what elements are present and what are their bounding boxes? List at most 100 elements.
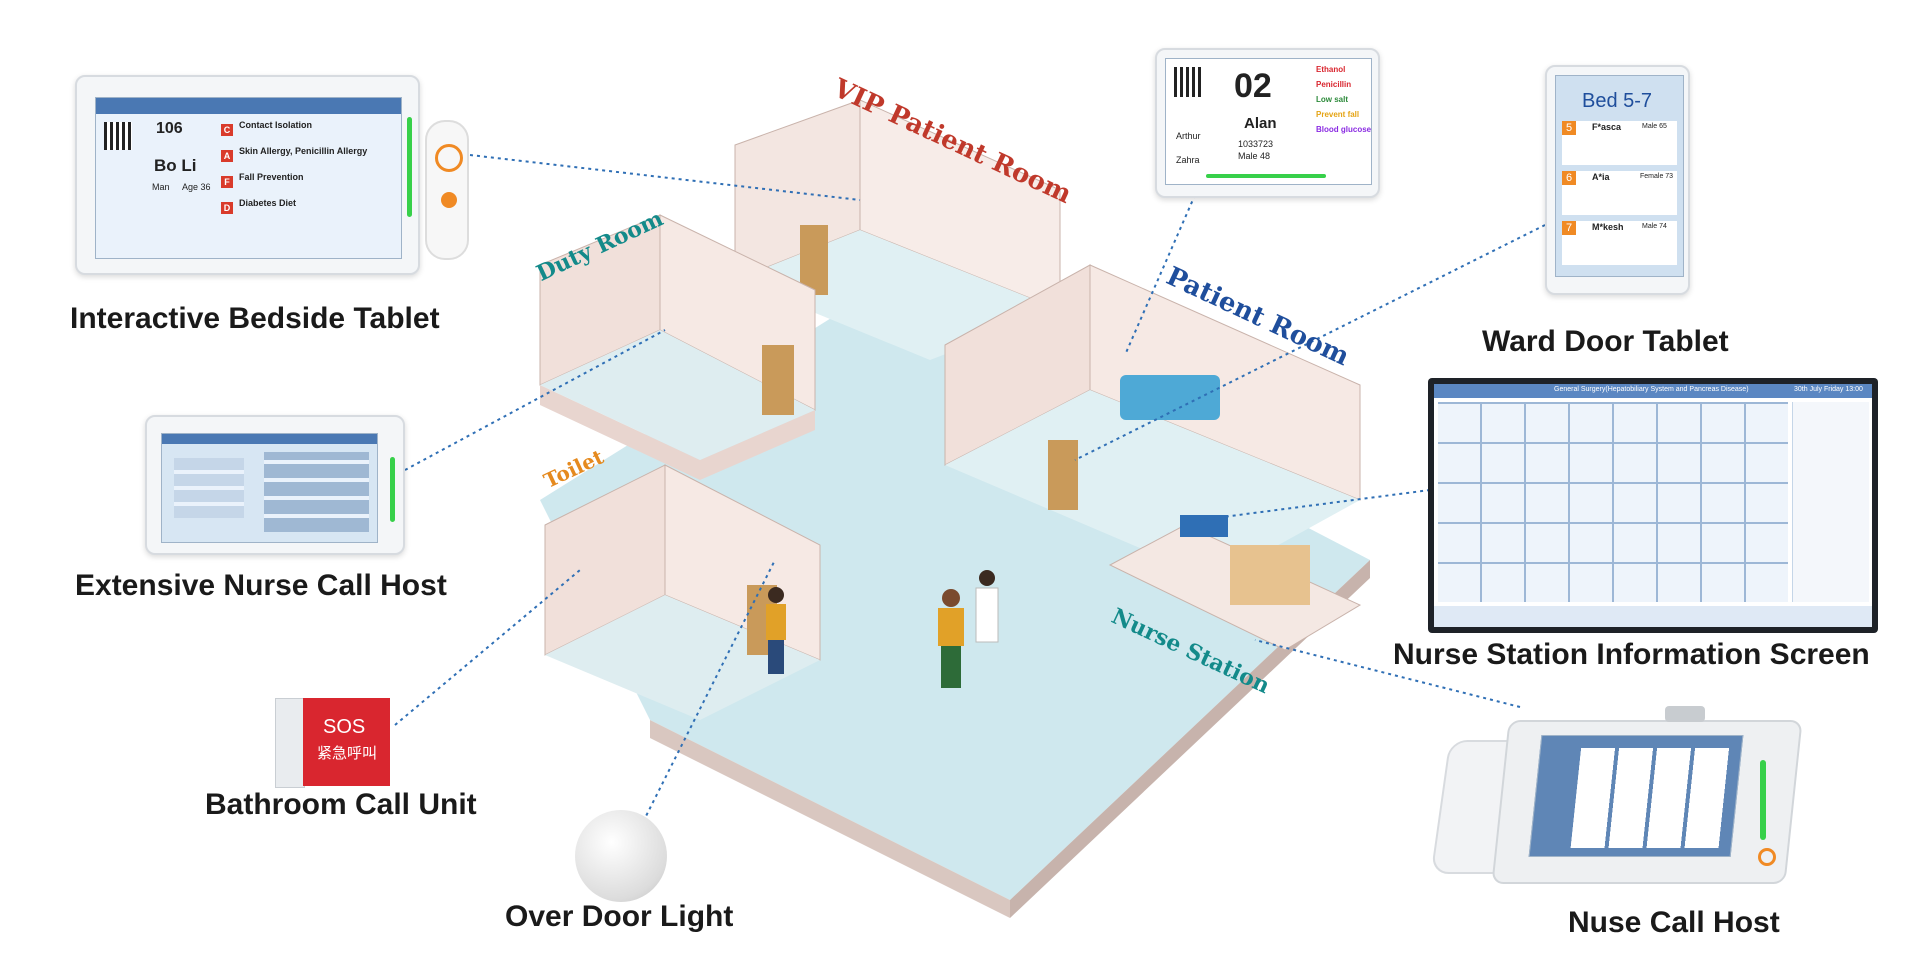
connector-nurse-host-ext	[404, 329, 666, 471]
status-led	[1760, 760, 1766, 840]
connector-bathroom	[394, 569, 581, 726]
extensive-nurse-call-host	[145, 415, 405, 555]
door-gender-age: Male 48	[1238, 151, 1271, 161]
caption-bedside-tablet: Interactive Bedside Tablet	[70, 302, 440, 335]
host-screen	[1528, 735, 1744, 857]
door-nurse: Zahra	[1176, 155, 1200, 165]
doctor-head	[979, 570, 995, 586]
nurse-screen-header: General Surgery(Hepatobiliary System and…	[1554, 386, 1749, 393]
item-code: F	[221, 176, 233, 188]
item-label: Contact Isolation	[239, 120, 313, 130]
door-tablet-screen: 02 Alan 1033723 Male 48 Arthur Zahra Eth…	[1165, 58, 1372, 185]
call-button-icon	[1758, 848, 1776, 866]
door-tags: Ethanol Penicillin Low salt Prevent fall…	[1316, 65, 1371, 140]
floor-edge	[650, 720, 1010, 918]
ward-bed-card: 5 F*asca Male 65	[1562, 121, 1677, 165]
bedside-gender: Man	[152, 182, 170, 192]
bed-name: F*asca	[1592, 122, 1622, 132]
caption-bathroom-unit: Bathroom Call Unit	[205, 788, 477, 821]
nurse-screen-time: 30th July Friday 13:00	[1794, 386, 1863, 393]
toilet-floor	[545, 595, 820, 720]
bed-num: 6	[1562, 171, 1577, 185]
nurse-station-display: General Surgery(Hepatobiliary System and…	[1434, 384, 1872, 627]
item-code: C	[221, 124, 233, 136]
qr-code-icon	[104, 122, 132, 150]
nurse-station-screen: General Surgery(Hepatobiliary System and…	[1428, 378, 1878, 633]
ward-bed-title: Bed 5-7	[1582, 90, 1653, 112]
ward-bed-card: 7 M*kesh Male 74	[1562, 221, 1677, 265]
connector-over-door	[639, 559, 776, 829]
visitor-head	[768, 587, 784, 603]
item-label: Skin Allergy, Penicillin Allergy	[239, 146, 368, 156]
duty-room-wall-front	[540, 385, 815, 480]
nurse-screen-footer	[1434, 606, 1872, 627]
connector-bedside	[469, 154, 861, 201]
nurse-button-icon	[441, 192, 457, 208]
door-patient-id: 1033723	[1238, 139, 1274, 149]
connector-door-tablet	[1124, 194, 1196, 356]
floor-edge-right	[1010, 560, 1370, 918]
qr-code-icon	[1174, 67, 1204, 97]
extensive-host-screen	[161, 433, 378, 543]
patient-door	[1048, 440, 1078, 510]
messages-panel	[1792, 402, 1869, 602]
patient-bed	[1120, 375, 1220, 420]
caption-over-door-light: Over Door Light	[505, 900, 734, 933]
item-code: A	[221, 150, 233, 162]
phone-icon	[435, 144, 463, 172]
bedside-number: 106	[156, 120, 183, 137]
status-led	[390, 457, 395, 522]
bed-info: Male 74	[1642, 223, 1667, 230]
nurse-station-shelf	[1230, 545, 1310, 605]
status-led	[407, 117, 412, 217]
duty-door	[762, 345, 794, 415]
sos-chinese-label: 紧急呼叫	[317, 744, 378, 762]
bathroom-call-unit: SOS 紧急呼叫	[275, 698, 390, 788]
tag: Low salt	[1316, 95, 1349, 104]
ward-door-screen: Bed 5-7 5 F*asca Male 65 6 A*ia Female 7…	[1555, 75, 1684, 277]
item-code: D	[221, 202, 233, 214]
person-legs	[941, 646, 961, 688]
tag: Ethanol	[1316, 65, 1346, 74]
caption-ward-door-tablet: Ward Door Tablet	[1482, 325, 1729, 358]
patient-room-floor	[945, 390, 1360, 580]
bed-info: Female 73	[1640, 173, 1674, 180]
bed-grid	[1438, 402, 1788, 602]
nurse-call-host	[1430, 700, 1803, 885]
bed-info: Male 65	[1642, 123, 1667, 130]
person-body	[938, 608, 964, 646]
item-label: Diabetes Diet	[239, 198, 297, 208]
tag: Prevent fall	[1316, 110, 1360, 119]
visitor-legs	[768, 640, 784, 674]
bed-name: M*kesh	[1592, 222, 1624, 232]
caption-nurse-call-host: Nuse Call Host	[1568, 906, 1780, 939]
vip-door	[800, 225, 828, 295]
handset-call-button	[425, 120, 469, 260]
bed-num: 5	[1562, 121, 1577, 135]
person-head	[942, 589, 960, 607]
host-call-grid	[1570, 748, 1732, 848]
duty-room-floor	[540, 330, 815, 460]
connector-lines	[394, 154, 1546, 829]
keypad	[174, 458, 244, 518]
status-led	[1206, 174, 1326, 178]
caption-nurse-call-host-ext: Extensive Nurse Call Host	[75, 569, 447, 602]
call-list	[264, 452, 369, 532]
camera	[1665, 706, 1705, 722]
info-board	[1180, 515, 1228, 537]
sos-label: SOS	[323, 716, 366, 738]
tag: Blood glucose	[1316, 125, 1372, 134]
ward-bed-card: 6 A*ia Female 73	[1562, 171, 1677, 215]
bedside-patient-name: Bo Li	[154, 156, 197, 175]
bed-num: 7	[1562, 221, 1577, 235]
tag: Penicillin	[1316, 80, 1352, 89]
bed-name: A*ia	[1592, 172, 1610, 182]
door-bed-number: 02	[1234, 67, 1272, 105]
door-patient-name: Alan	[1244, 115, 1277, 132]
door-doctor: Arthur	[1176, 131, 1201, 141]
ward-door-tablet: Bed 5-7 5 F*asca Male 65 6 A*ia Female 7…	[1545, 65, 1690, 295]
